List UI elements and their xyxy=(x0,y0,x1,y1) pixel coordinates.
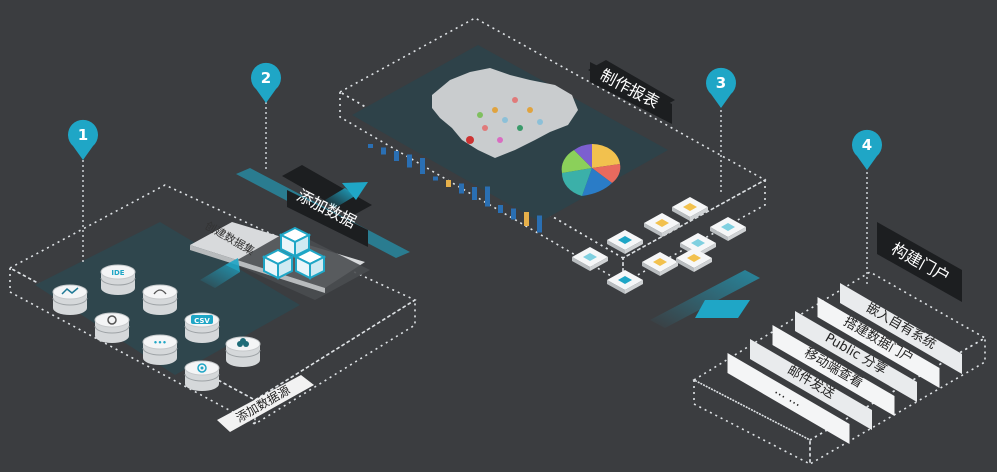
pie-chart-visual xyxy=(561,143,621,196)
arrow-1-to-2 xyxy=(200,258,240,288)
widget-tile xyxy=(572,247,608,271)
widget-tile xyxy=(607,230,643,254)
arrow-2-to-3 xyxy=(325,182,368,208)
ide-icon: IDE xyxy=(100,264,136,295)
step-4-label: 构建门户 xyxy=(877,222,962,302)
more-label: ••• xyxy=(153,339,166,347)
bar-mark xyxy=(524,212,529,226)
step-4-platform xyxy=(692,271,987,466)
at-icon xyxy=(184,360,220,391)
bar-mark xyxy=(537,215,542,233)
bar-mark xyxy=(472,187,477,200)
bar-mark xyxy=(459,183,464,194)
step-1-title: 添加数据源 xyxy=(233,382,292,425)
widget-tiles xyxy=(572,197,746,294)
data-source-icons: IDE CSV ••• xyxy=(52,264,261,391)
widget-tile xyxy=(676,248,712,272)
bar-mark xyxy=(433,176,438,181)
bar-mark xyxy=(498,205,503,213)
line-chart-icon xyxy=(52,284,88,315)
widget-tile xyxy=(644,213,680,237)
step-1-label: 添加数据源 xyxy=(217,375,314,432)
step-1-number: 1 xyxy=(78,126,88,144)
network-icon xyxy=(94,312,130,343)
arrow-3-to-4 xyxy=(650,270,760,328)
bar-mark xyxy=(394,151,399,161)
ide-label: IDE xyxy=(111,269,124,277)
map-visual xyxy=(432,68,578,158)
csv-label: CSV xyxy=(194,317,210,325)
cube-icon xyxy=(261,226,327,280)
step-4-pin: 4 xyxy=(852,129,882,170)
step-2-pin: 2 xyxy=(251,62,281,103)
step-3-number: 3 xyxy=(716,74,726,92)
bar-mark xyxy=(511,208,516,220)
csv-icon: CSV xyxy=(184,312,220,343)
more-icon: ••• xyxy=(142,334,178,365)
bar-chart-visual xyxy=(368,144,542,233)
bar-mark xyxy=(485,186,490,207)
widget-tile xyxy=(710,217,746,241)
bar-mark xyxy=(420,158,425,174)
bar-mark xyxy=(446,180,451,187)
bar-mark xyxy=(368,144,373,148)
step-1-pin: 1 xyxy=(68,119,99,160)
widget-tile xyxy=(607,270,643,294)
bar-mark xyxy=(407,154,412,168)
step-4-number: 4 xyxy=(862,136,872,154)
step-3-pin: 3 xyxy=(706,67,736,108)
bar-mark xyxy=(381,147,386,155)
widget-tile xyxy=(642,252,678,276)
widget-tile xyxy=(672,197,708,221)
step-2-number: 2 xyxy=(261,69,271,87)
database-icon xyxy=(142,284,178,315)
cloud-icon xyxy=(225,336,261,367)
